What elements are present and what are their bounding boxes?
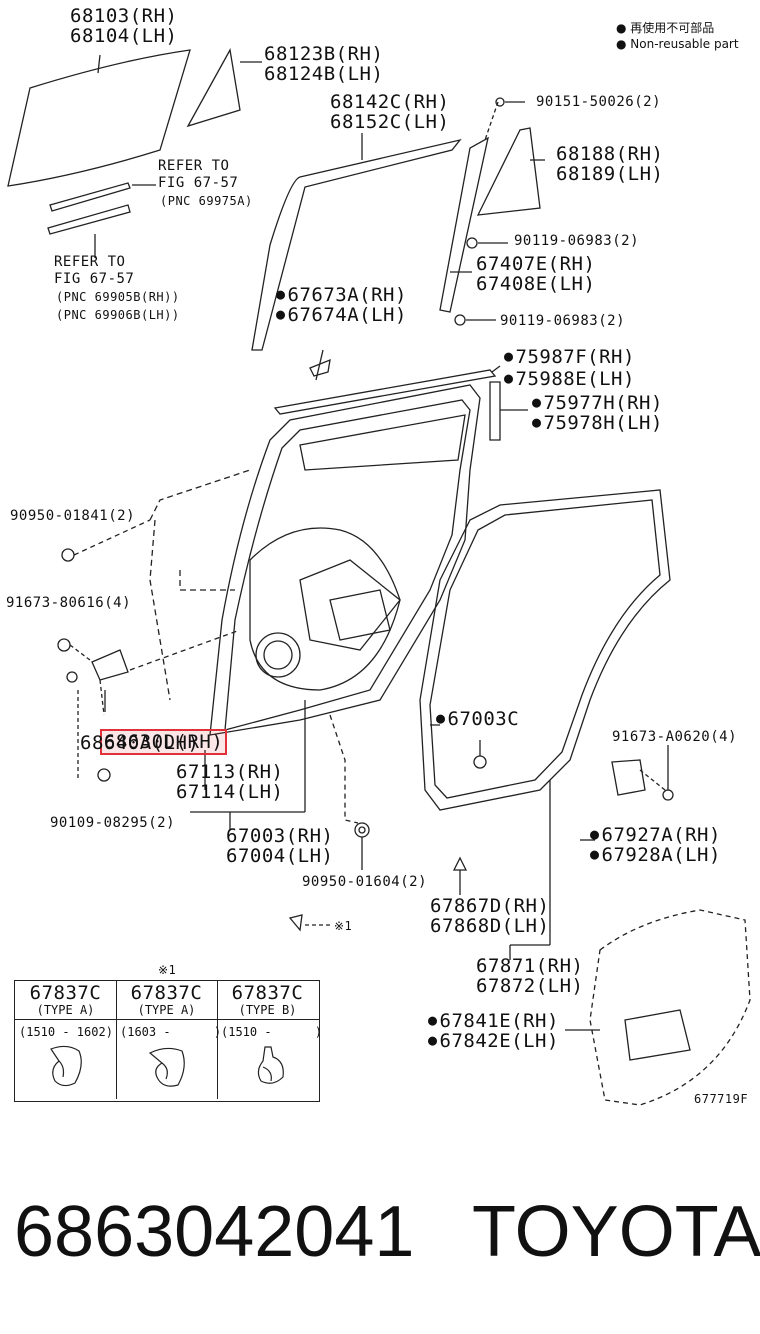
- label-90119-b: 90119-06983(2): [500, 313, 626, 329]
- table-col-range: (1510 - 1602): [19, 1025, 113, 1039]
- table-col-3: 67837C (TYPE B) (1510 - ): [217, 981, 323, 1099]
- label-68189: 68189(LH): [556, 163, 664, 185]
- table-col-type: (TYPE A): [36, 1003, 95, 1017]
- label-67003: 67003(RH): [226, 825, 334, 847]
- label-67842: 67842E(LH): [428, 1030, 559, 1051]
- clip-type-b-icon: [257, 1046, 284, 1084]
- label-68124: 68124B(LH): [264, 63, 384, 85]
- belt-molding: [273, 369, 497, 415]
- label-90950-b: 90950-01604(2): [302, 874, 428, 890]
- highlight-box: 68630D(RH): [99, 729, 228, 755]
- label-67868: 67868D(LH): [430, 915, 550, 937]
- quarter-glass: [186, 48, 241, 128]
- glass-run: [251, 138, 462, 351]
- table-divider: [15, 1019, 319, 1020]
- inner-molding: [47, 204, 131, 235]
- corner-glass: [476, 127, 541, 216]
- label-67674: 67674A(LH): [276, 304, 407, 325]
- division-bar: [439, 136, 489, 313]
- label-90119-a: 90119-06983(2): [514, 233, 640, 249]
- label-67841: 67841E(RH): [428, 1010, 559, 1031]
- door-panel: [209, 384, 481, 736]
- refer1-line3: (PNC 69975A): [160, 194, 253, 208]
- label-67872: 67872(LH): [476, 975, 584, 997]
- hinge: [91, 649, 129, 681]
- clip-type-a-icon: [148, 1047, 185, 1087]
- refer2-line1: REFER TO: [54, 254, 126, 270]
- label-68142: 68142C(RH): [330, 91, 450, 113]
- table-col-range: (1510 - ): [221, 1025, 323, 1039]
- label-75988: 75988E(LH): [504, 368, 635, 389]
- table-col-type: (TYPE B): [238, 1003, 297, 1017]
- label-67867: 67867D(RH): [430, 895, 550, 917]
- brand-name: TOYOTA: [472, 1192, 760, 1272]
- part-number: 6863042041: [14, 1192, 415, 1272]
- label-90151: 90151-50026(2): [536, 94, 662, 110]
- label-68188: 68188(RH): [556, 143, 664, 165]
- refer2-line4: (PNC 69906B(LH)): [56, 308, 180, 322]
- label-67673: 67673A(RH): [276, 284, 407, 305]
- legend: ● 再使用不可部品 ● Non-reusable part: [616, 20, 739, 52]
- label-67407: 67407E(RH): [476, 253, 596, 275]
- door-glass: [7, 49, 191, 187]
- trim-panel: [589, 909, 751, 1106]
- table-col-code: 67837C: [231, 982, 304, 1004]
- outer-molding: [49, 182, 131, 212]
- label-68640: 68640A(LH): [80, 732, 200, 754]
- weatherstrip: [419, 489, 671, 811]
- label-75977: 75977H(RH): [532, 392, 663, 413]
- label-75978: 75978H(LH): [532, 412, 663, 433]
- legend-line-en: ● Non-reusable part: [616, 37, 739, 51]
- label-67004: 67004(LH): [226, 845, 334, 867]
- label-68630-highlighted[interactable]: 68630D(RH): [80, 712, 228, 755]
- label-91673-b: 91673-A0620(4): [612, 729, 738, 745]
- table-note: ※1: [158, 963, 177, 977]
- table-col-range: (1603 - ): [120, 1025, 222, 1039]
- label-67113: 67113(RH): [176, 761, 284, 783]
- label-67871: 67871(RH): [476, 955, 584, 977]
- note-1-diagram: ※1: [334, 919, 353, 933]
- label-91673-a: 91673-80616(4): [6, 595, 132, 611]
- label-67927: 67927A(RH): [590, 824, 721, 845]
- label-75987: 75987F(RH): [504, 346, 635, 367]
- label-90950-a: 90950-01841(2): [10, 508, 136, 524]
- variant-table: 67837C (TYPE A) (1510 - 1602) 67837C (TY…: [14, 980, 323, 1102]
- table-col-2: 67837C (TYPE A) (1603 - ): [116, 981, 222, 1099]
- table-col-code: 67837C: [130, 982, 203, 1004]
- door-check: [611, 759, 646, 796]
- label-68152: 68152C(LH): [330, 111, 450, 133]
- table-col-type: (TYPE A): [137, 1003, 196, 1017]
- label-68123: 68123B(RH): [264, 43, 384, 65]
- label-67928: 67928A(LH): [590, 844, 721, 865]
- label-90109: 90109-08295(2): [50, 815, 176, 831]
- refer2-line2: FIG 67-57: [54, 271, 135, 287]
- legend-line-ja: ● 再使用不可部品: [616, 21, 715, 35]
- figure-code: 677719F: [694, 1092, 749, 1106]
- refer1-line2: FIG 67-57: [158, 175, 239, 191]
- label-68104: 68104(LH): [70, 25, 178, 47]
- refer1-line1: REFER TO: [158, 158, 230, 174]
- label-67003c: 67003C: [436, 708, 519, 729]
- label-67114: 67114(LH): [176, 781, 284, 803]
- label-68103: 68103(RH): [70, 5, 178, 27]
- table-col-code: 67837C: [29, 982, 102, 1004]
- table-col-1: 67837C (TYPE A) (1510 - 1602): [15, 981, 117, 1099]
- clip-type-a-icon: [50, 1045, 82, 1087]
- refer2-line3: (PNC 69905B(RH)): [56, 290, 180, 304]
- label-67408: 67408E(LH): [476, 273, 596, 295]
